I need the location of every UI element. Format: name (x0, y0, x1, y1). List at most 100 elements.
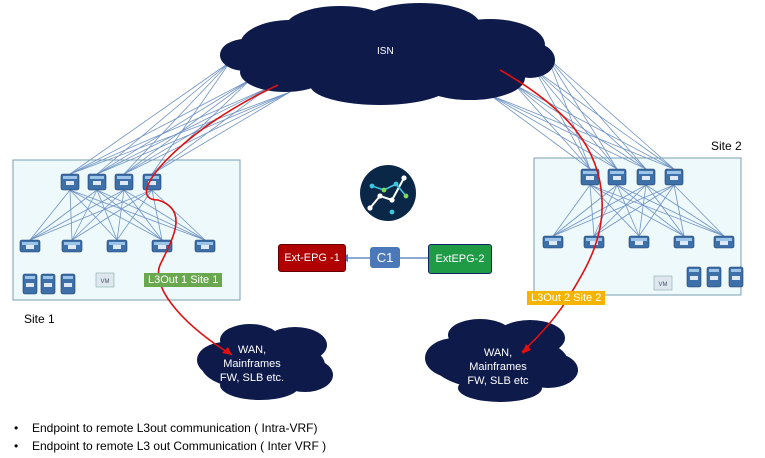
switch-devices (19, 168, 744, 295)
isn-label: ISN (377, 46, 394, 57)
leaf-switch-icon (713, 235, 735, 249)
link-line (547, 57, 647, 170)
bullet-item: Endpoint to remote L3out communication (… (14, 419, 326, 437)
leaf-switch-icon (628, 235, 650, 249)
link-line (552, 184, 647, 237)
leaf-switch-icon (542, 235, 564, 249)
link-line (71, 189, 98, 241)
site2-label: Site 2 (711, 139, 742, 153)
isn-cloud (220, 3, 555, 105)
link-line (71, 189, 125, 241)
link-line (123, 189, 163, 241)
link-line (69, 79, 251, 175)
link-line (514, 84, 647, 170)
link-line (151, 61, 231, 175)
link-line (96, 79, 251, 175)
link-line (673, 184, 685, 237)
arrowhead-icon (522, 344, 531, 354)
link-line (552, 184, 591, 237)
spine-switch-icon (60, 173, 80, 191)
link-line (96, 87, 269, 175)
link-line (489, 94, 591, 170)
server-icon (686, 266, 702, 288)
link-line (638, 184, 647, 237)
traffic-path-site1 (145, 84, 279, 356)
wan-cloud-left (197, 324, 333, 400)
link-lines (29, 57, 725, 241)
link-line (593, 184, 647, 237)
link-line (552, 184, 675, 237)
spine-switch-icon (607, 168, 627, 186)
spine-switch-icon (636, 168, 656, 186)
l3out2-badge: L3Out 2 Site 2 (527, 291, 606, 305)
wan-left-text: WAN, Mainframes FW, SLB etc. (212, 343, 292, 385)
link-line (116, 189, 125, 241)
wan-right-line: WAN, (483, 347, 513, 359)
spine-switch-icon (664, 168, 684, 186)
leaf-switch-icon (106, 239, 128, 253)
wan-left-line: Mainframes (223, 358, 281, 370)
link-line (616, 184, 725, 237)
leaf-switch-icon (194, 239, 216, 253)
link-line (29, 189, 125, 241)
link-line (514, 84, 591, 170)
link-line (69, 87, 269, 175)
link-line (534, 69, 675, 170)
link-line (123, 79, 251, 175)
svg-text:VM: VM (659, 282, 668, 288)
link-line (123, 91, 291, 175)
vm-icon-site1: VM (95, 272, 115, 288)
link-line (29, 189, 71, 241)
link-line (645, 184, 725, 237)
svg-text:VM: VM (101, 279, 110, 285)
link-line (534, 69, 618, 170)
link-line (151, 189, 206, 241)
traffic-path-site2 (499, 69, 603, 353)
link-line (514, 84, 675, 170)
leaf-switch-icon (673, 235, 695, 249)
link-line (151, 87, 269, 175)
spine-switch-icon (87, 173, 107, 191)
link-line (547, 57, 591, 170)
vm-icon-site2: VM (653, 275, 673, 291)
ext-epg-2-box: ExtEPG-2 (428, 244, 492, 274)
link-line (593, 184, 675, 237)
wan-right-line: Mainframes (469, 361, 527, 373)
link-line (29, 189, 153, 241)
link-line (29, 189, 98, 241)
leaf-switch-icon (61, 239, 83, 253)
link-line (151, 189, 163, 241)
spine-switch-icon (580, 168, 600, 186)
link-line (96, 91, 291, 175)
link-line (489, 94, 618, 170)
wan-left-line: WAN, (237, 344, 267, 356)
link-line (589, 184, 595, 237)
bullet-item: Endpoint to remote L3 out Communication … (14, 437, 326, 455)
link-line (593, 184, 618, 237)
link-line (534, 69, 647, 170)
site1-label: Site 1 (24, 312, 55, 326)
link-line (489, 94, 675, 170)
wan-left-line: FW, SLB etc. (219, 372, 285, 384)
link-line (69, 61, 231, 175)
wan-right-line: FW, SLB etc (467, 375, 529, 387)
server-icon (40, 273, 56, 295)
link-line (489, 94, 647, 170)
ext-epg-1-box: Ext-EPG -1 (278, 244, 346, 272)
link-line (589, 184, 685, 237)
link-line (616, 184, 640, 237)
link-line (589, 184, 725, 237)
spine-switch-icon (114, 173, 134, 191)
l3out1-badge: L3Out 1 Site 1 (144, 273, 223, 287)
link-line (673, 184, 725, 237)
server-icon (60, 273, 76, 295)
server-icon (22, 273, 38, 295)
link-line (616, 184, 685, 237)
link-line (123, 189, 206, 241)
aci-logo-icon (360, 165, 416, 221)
link-line (514, 84, 618, 170)
bullet-list: Endpoint to remote L3out communication (… (14, 419, 326, 455)
server-icon (728, 266, 744, 288)
leaf-switch-icon (19, 239, 41, 253)
